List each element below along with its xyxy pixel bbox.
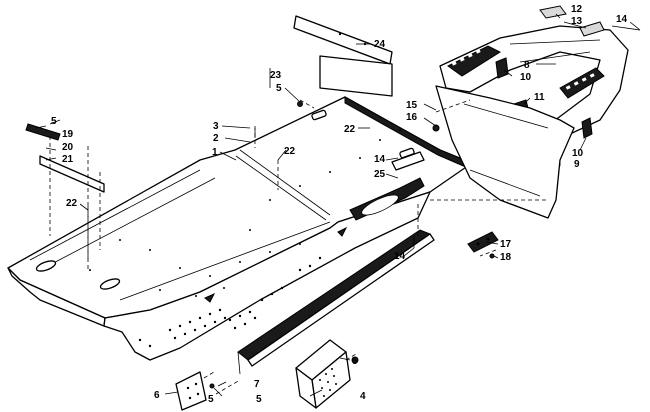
callout-13: 13: [571, 16, 583, 27]
callout-5e: 5: [256, 394, 262, 405]
callout-16: 16: [406, 112, 418, 123]
callout-4: 4: [360, 391, 366, 402]
callout-12: 12: [571, 4, 583, 15]
mounting-plate: [175, 371, 207, 411]
callout-5a: 5: [51, 116, 57, 127]
hardware: [209, 101, 495, 389]
callout-2: 2: [213, 133, 219, 144]
callout-1: 1: [212, 147, 218, 158]
rear-bumper: [439, 5, 641, 139]
callout-5c: 5: [352, 356, 358, 367]
hitch-bracket: [295, 339, 351, 409]
rear-flap: [435, 85, 575, 219]
callout-24: 24: [374, 39, 386, 50]
callout-labels: 1 2 3 4 5 5 5 5 5 6 7 8 9 10 10 11 12 13…: [51, 4, 628, 405]
callout-5b: 5: [276, 83, 282, 94]
reflector: [467, 231, 499, 253]
callout-17: 17: [500, 239, 512, 250]
callout-21: 21: [62, 154, 74, 165]
callout-7: 7: [254, 379, 260, 390]
callout-8: 8: [524, 60, 530, 71]
callout-20: 20: [62, 142, 74, 153]
callout-10b: 10: [572, 148, 584, 159]
assembly-lines: [49, 99, 548, 395]
callout-18: 18: [500, 252, 512, 263]
callout-15: 15: [406, 100, 418, 111]
tunnel-assembly: [7, 96, 473, 361]
callout-6: 6: [154, 390, 160, 401]
callout-11: 11: [534, 92, 545, 103]
leader-lines: [35, 13, 641, 397]
callout-14b: 14: [374, 154, 386, 165]
side-rail: [237, 229, 435, 375]
callout-25: 25: [374, 169, 386, 180]
callout-22c: 22: [344, 124, 356, 135]
callout-5d: 5: [208, 394, 214, 405]
callout-3: 3: [213, 121, 219, 132]
callout-9: 9: [574, 159, 580, 170]
callout-23: 23: [270, 70, 282, 81]
rear-handle-emblem: [349, 151, 425, 221]
callout-14c: 14: [394, 251, 406, 262]
callout-22a: 22: [66, 198, 78, 209]
callout-22b: 22: [284, 146, 296, 157]
callout-14a: 14: [616, 14, 628, 25]
snow-flap: [293, 15, 393, 97]
callout-19: 19: [62, 129, 74, 140]
callout-10a: 10: [520, 72, 532, 83]
